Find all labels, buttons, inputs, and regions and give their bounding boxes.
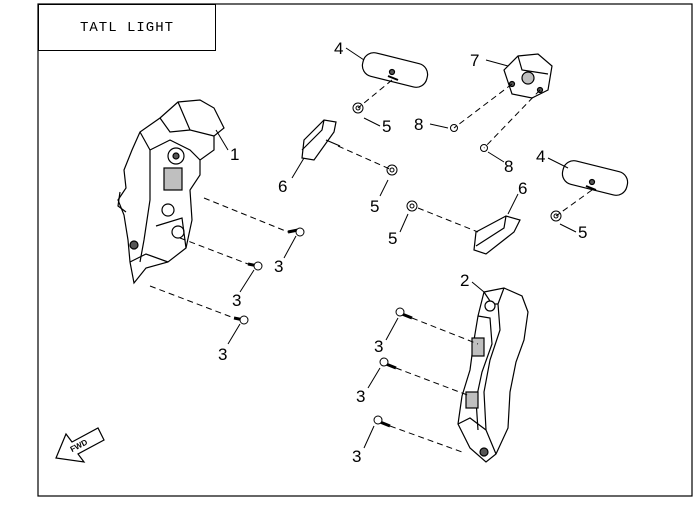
callout-3-e: 3 xyxy=(356,387,365,406)
callout-3-d: 3 xyxy=(374,337,383,356)
diagram-title: TATL LIGHT xyxy=(79,19,174,36)
bracket-left xyxy=(301,119,341,161)
callout-5-d: 5 xyxy=(578,223,587,242)
title-box: TATL LIGHT xyxy=(38,4,216,51)
reflector-lower xyxy=(561,160,629,196)
screws xyxy=(233,227,413,428)
callout-5-b: 5 xyxy=(370,197,379,216)
callout-4-a: 4 xyxy=(334,39,343,58)
callout-2: 2 xyxy=(460,271,469,290)
callout-1: 1 xyxy=(230,145,239,164)
callout-4-b: 4 xyxy=(536,147,545,166)
callout-3-c: 3 xyxy=(218,345,227,364)
callout-6-b: 6 xyxy=(518,179,527,198)
callout-8-b: 8 xyxy=(504,157,513,176)
callout-8-a: 8 xyxy=(414,115,423,134)
callout-labels: 1 2 3 3 3 3 3 3 4 4 5 5 5 5 6 6 7 8 8 xyxy=(218,39,587,466)
tail-light-housing-left xyxy=(117,99,225,285)
callout-3-f: 3 xyxy=(352,447,361,466)
bracket-right xyxy=(473,215,521,255)
callout-3-a: 3 xyxy=(274,257,283,276)
callout-7: 7 xyxy=(470,51,479,70)
callout-5-c: 5 xyxy=(388,229,397,248)
callout-3-b: 3 xyxy=(232,291,241,310)
reflector-upper xyxy=(361,52,429,88)
callout-5-a: 5 xyxy=(382,117,391,136)
callout-6-a: 6 xyxy=(278,177,287,196)
assembly-lines xyxy=(149,79,593,453)
tail-light-housing-right xyxy=(457,287,529,463)
leader-lines xyxy=(215,47,577,449)
diagram-frame xyxy=(37,3,693,497)
forward-arrow-icon: FWD xyxy=(55,427,105,463)
license-light xyxy=(503,53,553,99)
